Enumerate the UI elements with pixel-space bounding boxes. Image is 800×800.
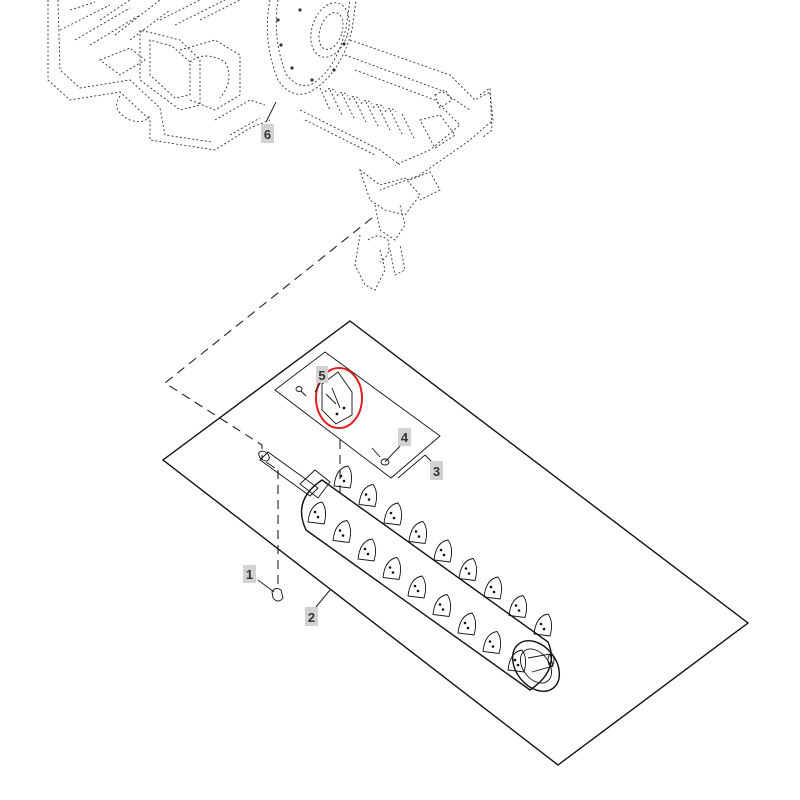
rotor-tooth — [407, 575, 427, 599]
tooth-hole — [442, 553, 446, 557]
connector-dashed-line — [164, 217, 373, 460]
bolt — [371, 447, 390, 466]
tooth-hole — [516, 663, 520, 667]
tooth-hole — [391, 571, 395, 574]
rotor-tooth — [458, 558, 478, 581]
svg-text:4: 4 — [401, 430, 409, 445]
rotor-tooth — [507, 649, 527, 673]
svg-text:1: 1 — [246, 567, 253, 582]
svg-text:5: 5 — [318, 368, 325, 383]
rotor-tooth — [333, 465, 353, 489]
fastener — [271, 587, 284, 602]
tooth-hole — [517, 609, 521, 612]
tooth-hole — [513, 658, 517, 662]
svg-text:3: 3 — [433, 464, 440, 479]
tooth-hole — [414, 530, 418, 533]
rotor-tooth — [357, 538, 377, 562]
rotor-tooth — [408, 521, 428, 544]
tooth-hole — [416, 589, 420, 593]
highlight-circle — [315, 367, 363, 429]
tooth-hole — [413, 584, 417, 588]
tooth-hole — [439, 548, 443, 552]
tooth-hole — [313, 510, 317, 514]
rotor-tooth — [457, 612, 477, 636]
callout-4: 4 — [398, 428, 411, 446]
callout-5: 5 — [316, 366, 328, 383]
rotor-tooth — [433, 539, 453, 563]
rotor-tooth — [482, 631, 502, 654]
tooth-hole — [488, 640, 492, 643]
tooth-hole — [366, 552, 370, 556]
tooth-hole — [339, 474, 343, 478]
rotor-tooth — [307, 501, 327, 525]
rotor-tooth — [483, 576, 503, 600]
tooth-hole — [467, 572, 471, 575]
callout-1: 1 — [243, 565, 256, 583]
tooth-hole — [338, 529, 342, 532]
plate-bracket — [321, 371, 353, 425]
baler-frame-phantom — [47, 0, 271, 151]
tooth-hole — [341, 534, 345, 537]
tooth-hole — [392, 516, 396, 520]
pickup-frame-phantom — [299, 39, 494, 291]
tooth-hole — [491, 645, 495, 648]
tooth-hole — [363, 547, 367, 551]
subkit-outline — [274, 351, 441, 479]
tooth-hole — [342, 479, 346, 483]
svg-text:2: 2 — [308, 610, 315, 625]
tooth-hole — [364, 493, 368, 496]
rotor-tooth — [358, 484, 378, 507]
rotor-tooth — [533, 613, 553, 637]
rotor-tooth — [508, 595, 528, 618]
callout-2: 2 — [305, 607, 318, 626]
tooth-hole — [539, 622, 543, 626]
tooth-hole — [466, 626, 470, 630]
rotor-tooth — [332, 520, 352, 543]
tooth-hole — [464, 567, 468, 570]
tooth-hole — [388, 566, 392, 569]
tooth-hole — [316, 515, 320, 519]
tooth-hole — [514, 604, 518, 607]
tooth-hole — [417, 535, 421, 538]
callout-3: 3 — [430, 461, 443, 480]
leader-lines — [257, 101, 433, 608]
flywheel-disc — [266, 0, 357, 95]
tooth-hole — [492, 590, 496, 594]
rotor-tooth — [382, 557, 402, 580]
tooth-hole — [441, 608, 445, 611]
tooth-hole — [542, 627, 546, 631]
tooth-hole — [489, 585, 493, 589]
tooth-hole — [389, 511, 393, 515]
small-screw — [295, 386, 307, 397]
rotor-drum — [258, 450, 561, 692]
kit-outline — [161, 320, 750, 766]
svg-text:6: 6 — [264, 127, 271, 142]
tooth-hole — [367, 498, 371, 501]
tooth-hole — [463, 621, 467, 625]
tooth-hole — [438, 603, 442, 606]
rotor-tooth — [432, 594, 452, 617]
callout-6: 6 — [261, 124, 274, 143]
rotor-tooth — [383, 502, 403, 526]
